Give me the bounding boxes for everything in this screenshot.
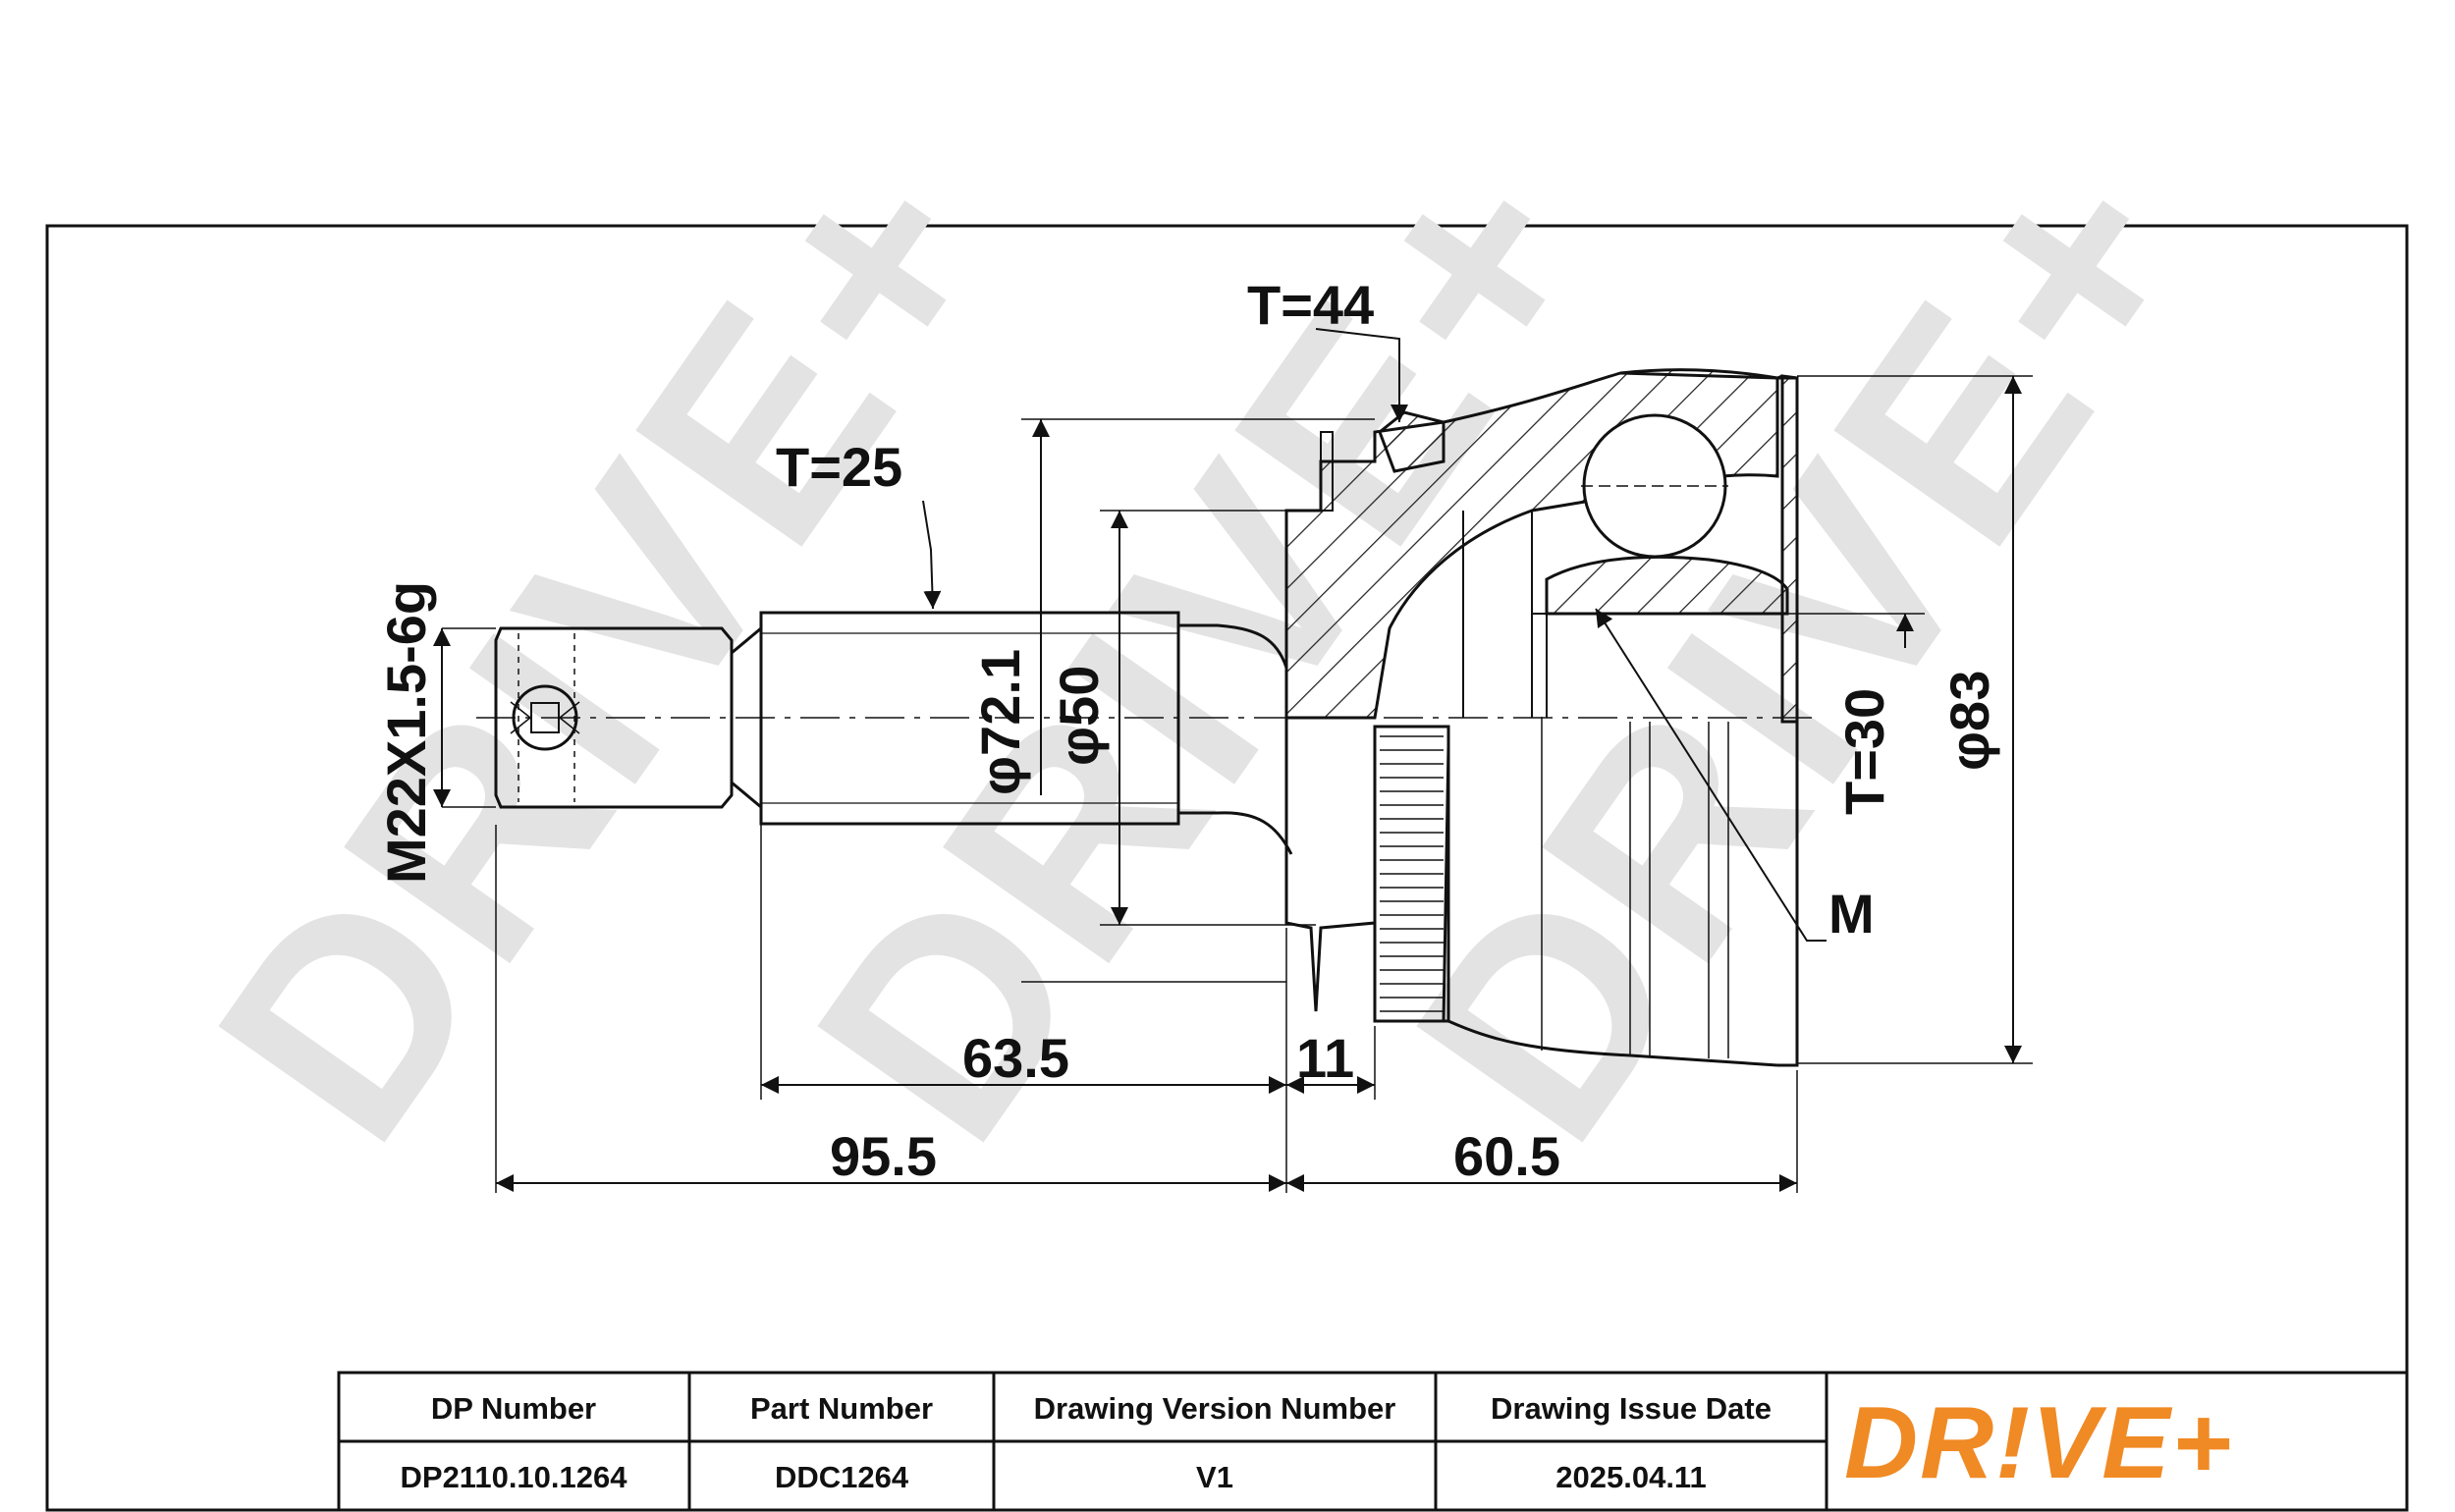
dimension-lines [433,328,2033,1193]
abs-tone-ring [1373,725,1450,1023]
threaded-tip [494,626,734,809]
header-drawing-version: Drawing Version Number [1034,1391,1396,1426]
housing-lower-body [1284,718,1778,1067]
value-part-number: DDC1264 [775,1460,909,1494]
label-95-5: 95.5 [830,1125,937,1187]
label-11: 11 [1296,1027,1354,1089]
cross-hole [512,684,578,751]
label-m: M [1828,883,1875,945]
drive-plus-logo: DR!VE+ [1844,1386,2233,1500]
abs-teeth [1380,735,1444,1012]
title-block-text: DP Number Part Number Drawing Version Nu… [401,1391,1772,1494]
value-drawing-version: V1 [1196,1460,1233,1494]
label-phi72: φ72.1 [969,649,1031,795]
watermark-layer: DRIVE+ DRIVE+ DRIVE+ [154,98,2258,1195]
housing-outer-wall [1777,376,1799,1067]
label-thread: M22X1.5-6g [375,581,437,884]
dimension-labels: M22X1.5-6g T=25 T=44 φ72.1 φ50 T=30 φ83 … [375,274,2000,1187]
cv-joint-drawing [476,368,1822,1067]
label-phi50: φ50 [1048,666,1110,766]
label-phi83: φ83 [1938,671,2000,771]
header-dp-number: DP Number [431,1391,596,1426]
header-part-number: Part Number [750,1391,933,1426]
value-issue-date: 2025.04.11 [1555,1460,1706,1494]
title-block [337,1371,2409,1512]
label-t44: T=44 [1247,274,1374,336]
label-63-5: 63.5 [962,1027,1069,1089]
logo-text: DR!VE+ [1844,1386,2233,1500]
label-60-5: 60.5 [1453,1125,1560,1187]
header-issue-date: Drawing Issue Date [1491,1391,1772,1426]
splined-shaft [759,611,1180,826]
housing-rim [1780,374,1799,724]
value-dp-number: DP2110.10.1264 [401,1460,628,1494]
label-t30: T=30 [1833,688,1895,815]
label-t25: T=25 [776,436,902,498]
